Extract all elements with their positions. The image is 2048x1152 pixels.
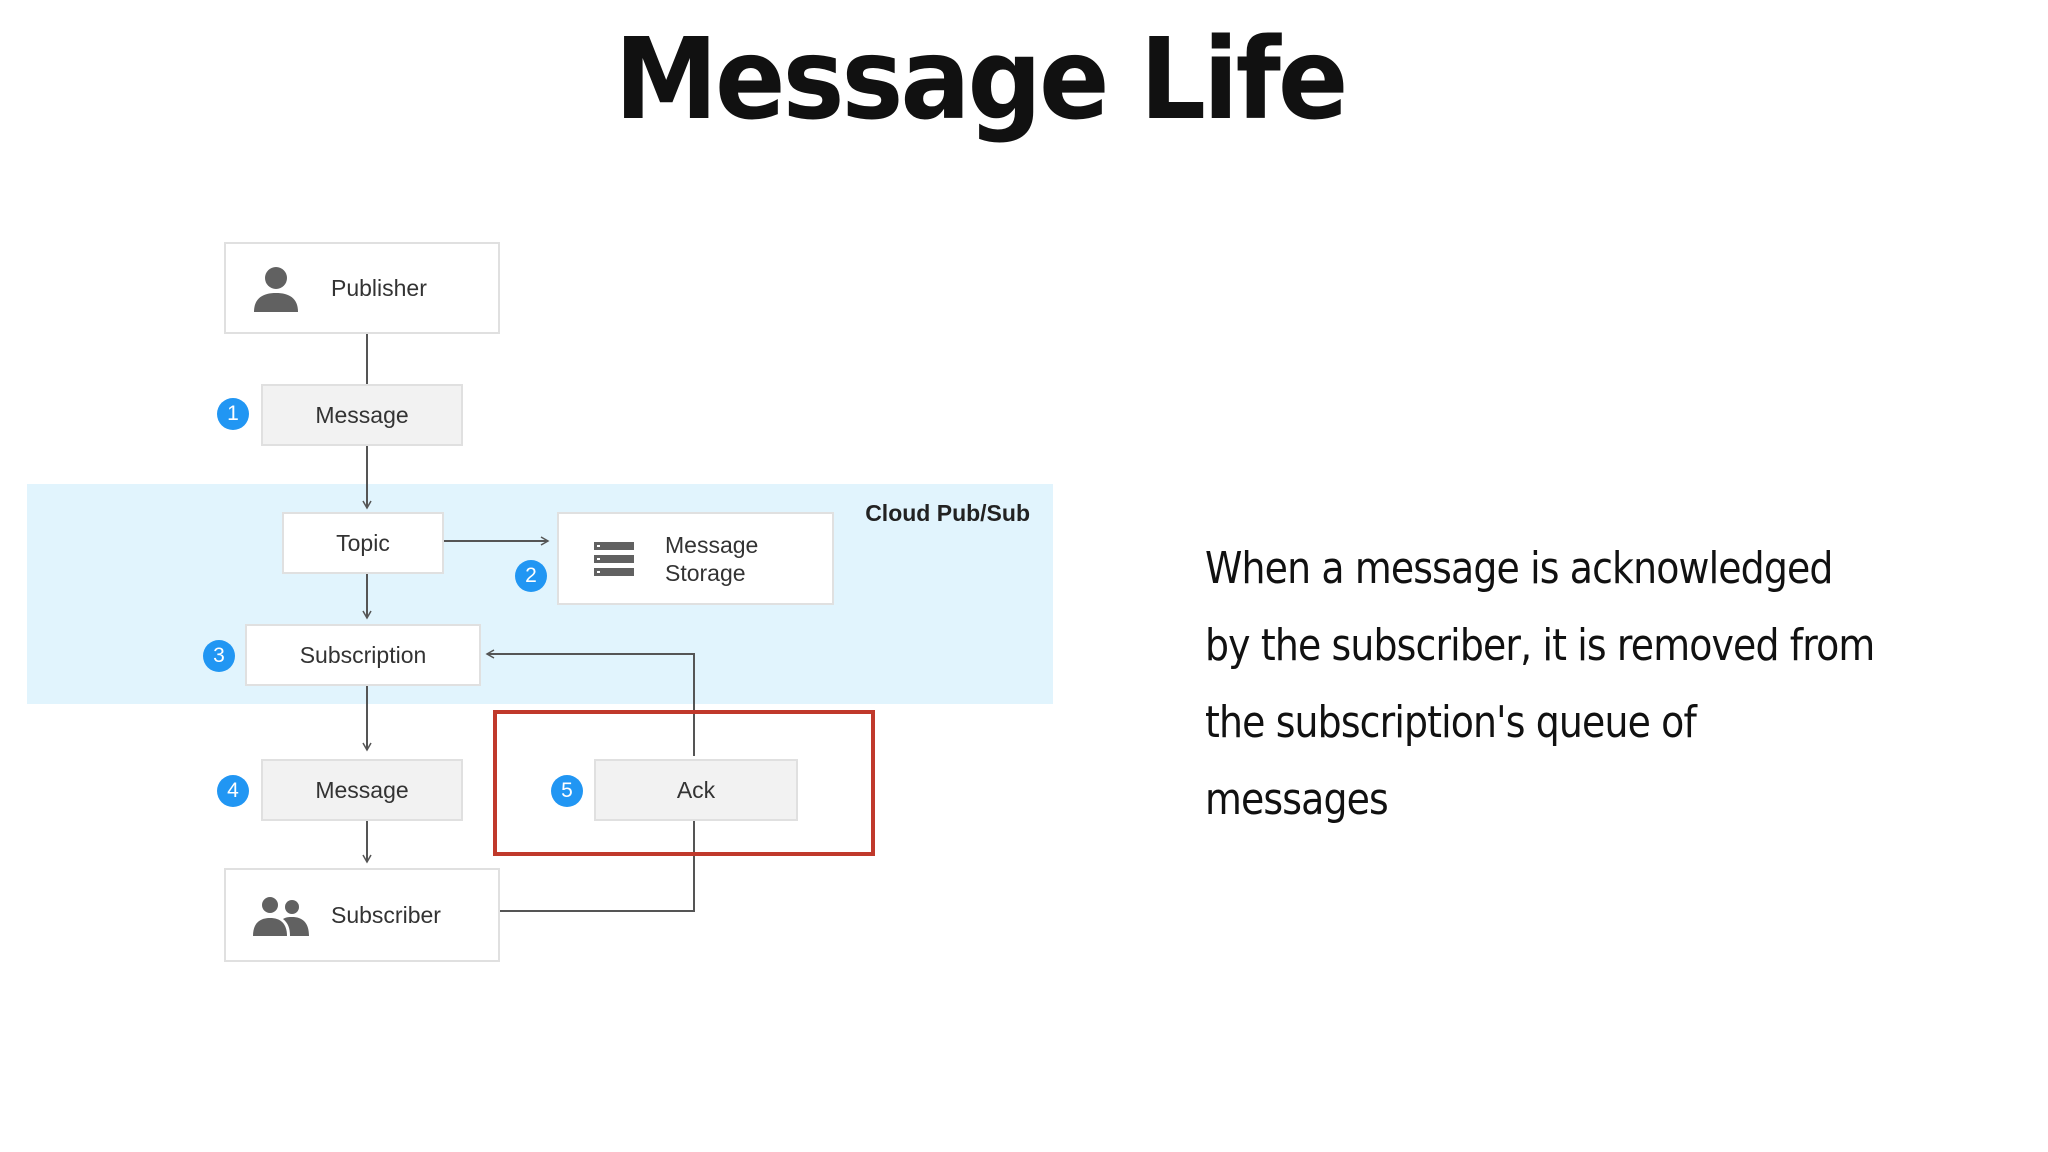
step-badge-5: 5 (551, 775, 583, 807)
step-badge-4: 4 (217, 775, 249, 807)
ack-box: Ack (594, 759, 798, 821)
cloud-pubsub-region (27, 484, 1053, 704)
message-storage-box: Message Storage (557, 512, 834, 605)
publisher-box: Publisher (224, 242, 500, 334)
cloud-pubsub-label: Cloud Pub/Sub (865, 500, 1030, 526)
message-box-1: Message (261, 384, 463, 446)
group-icon (253, 897, 309, 936)
subscriber-box: Subscriber (224, 868, 500, 962)
ack-label: Ack (676, 776, 716, 803)
explanation-text: When a message is acknowledged by the su… (1205, 543, 1875, 825)
connector-subscriber-ack (500, 818, 695, 912)
topic-box: Topic (282, 512, 444, 574)
step-badge-2: 2 (515, 560, 547, 592)
storage-label-line2: Storage (665, 559, 746, 586)
message-label-1: Message (315, 401, 409, 428)
storage-icon (594, 542, 634, 576)
storage-label-line1: Message (665, 531, 759, 558)
publisher-label: Publisher (331, 274, 427, 301)
message-box-2: Message (261, 759, 463, 821)
topic-label: Topic (336, 529, 390, 556)
subscription-box: Subscription (245, 624, 481, 686)
slide-title: Message Life (614, 13, 1349, 145)
message-label-2: Message (315, 776, 409, 803)
ack-highlight-frame (493, 710, 875, 856)
person-icon (254, 267, 298, 312)
connector-ack-subscription (485, 649, 695, 756)
step-badge-3: 3 (203, 640, 235, 672)
step-badge-1: 1 (217, 398, 249, 430)
subscriber-label: Subscriber (331, 901, 441, 928)
subscription-label: Subscription (299, 641, 427, 668)
